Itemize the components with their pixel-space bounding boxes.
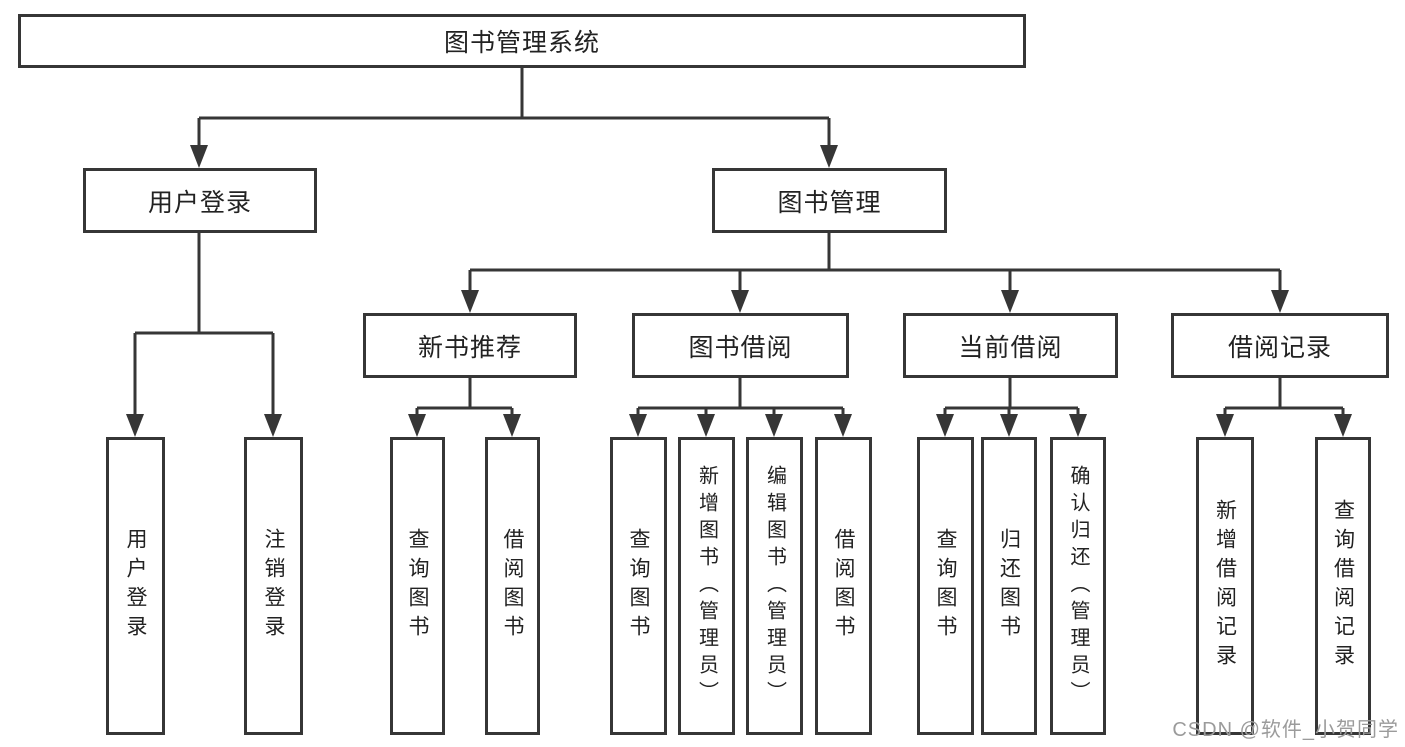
node-root: 图书管理系统 [18, 14, 1026, 68]
watermark: CSDN @软件_小贺同学 [1172, 719, 1399, 741]
node-current-borrowing: 当前借阅 [903, 313, 1118, 378]
leaf-user-login-label: 用户登录 [124, 528, 147, 644]
leaf-current-return-book-label: 归还图书 [997, 528, 1021, 644]
node-new-book-recommendation: 新书推荐 [363, 313, 577, 378]
leaf-current-confirm-return-admin: 确认归还（管理员） [1050, 437, 1106, 735]
arrowhead-icons [126, 145, 1352, 437]
leaf-borrow-edit-book-admin-label: 编辑图书（管理员） [763, 464, 786, 708]
leaf-logout-label: 注销登录 [262, 528, 285, 644]
node-root-label: 图书管理系统 [443, 29, 600, 57]
leaf-logout: 注销登录 [244, 437, 303, 735]
node-book-borrowing: 图书借阅 [632, 313, 849, 378]
leaf-current-query-book-label: 查询图书 [934, 528, 957, 644]
leaf-borrow-add-book-admin-label: 新增图书（管理员） [695, 464, 718, 708]
leaf-borrow-query-book-label: 查询图书 [627, 528, 650, 644]
node-current-borrowing-label: 当前借阅 [958, 333, 1063, 362]
node-book-management: 图书管理 [712, 168, 947, 233]
leaf-current-query-book: 查询图书 [917, 437, 974, 735]
leaf-borrow-add-book-admin: 新增图书（管理员） [678, 437, 735, 735]
node-book-management-label: 图书管理 [777, 188, 882, 217]
leaf-current-confirm-return-admin-label: 确认归还（管理员） [1067, 464, 1089, 708]
node-book-borrowing-label: 图书借阅 [688, 333, 793, 362]
leaf-recommend-query-book: 查询图书 [390, 437, 445, 735]
leaf-borrow-borrow-book: 借阅图书 [815, 437, 872, 735]
node-borrowing-records: 借阅记录 [1171, 313, 1389, 378]
leaf-recommend-borrow-book-label: 借阅图书 [501, 528, 524, 644]
leaf-borrow-borrow-book-label: 借阅图书 [832, 528, 855, 644]
leaf-borrow-query-book: 查询图书 [610, 437, 667, 735]
leaf-record-add-borrow-record-label: 新增借阅记录 [1213, 499, 1237, 673]
node-borrowing-records-label: 借阅记录 [1227, 333, 1332, 362]
leaf-recommend-borrow-book: 借阅图书 [485, 437, 540, 735]
leaf-user-login: 用户登录 [106, 437, 165, 735]
node-user-login: 用户登录 [83, 168, 317, 233]
leaf-recommend-query-book-label: 查询图书 [406, 528, 429, 644]
node-new-book-recommendation-label: 新书推荐 [417, 333, 522, 362]
leaf-borrow-edit-book-admin: 编辑图书（管理员） [746, 437, 803, 735]
leaf-record-add-borrow-record: 新增借阅记录 [1196, 437, 1254, 735]
leaf-record-query-borrow-record: 查询借阅记录 [1315, 437, 1371, 735]
leaf-current-return-book: 归还图书 [981, 437, 1037, 735]
leaf-record-query-borrow-record-label: 查询借阅记录 [1331, 499, 1355, 673]
node-user-login-label: 用户登录 [147, 188, 252, 217]
